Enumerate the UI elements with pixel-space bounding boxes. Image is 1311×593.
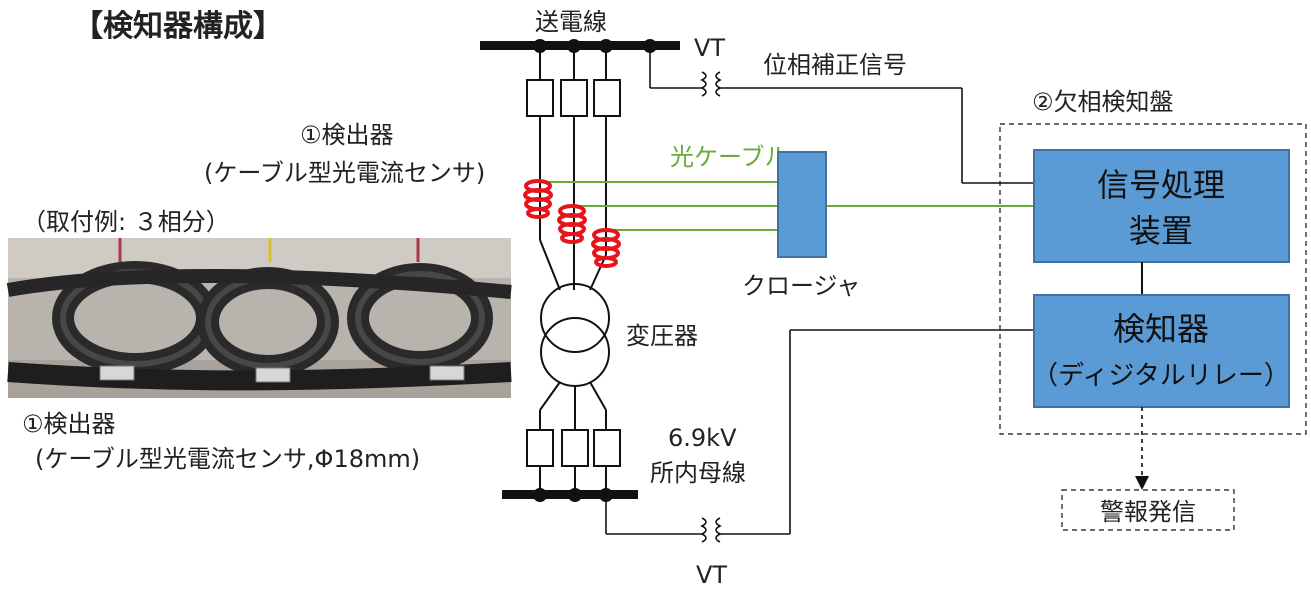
phase-lines-bottom — [526, 381, 621, 494]
optical-cable-label: 光ケーブル — [670, 143, 789, 171]
detector-label-line2: (ケーブル型光電流センサ) — [204, 159, 485, 187]
alarm-label: 警報発信 — [1100, 498, 1196, 526]
sensor-coils — [523, 179, 621, 268]
alarm-arrow-head — [1135, 476, 1149, 490]
bus-name-label: 所内母線 — [650, 459, 746, 487]
signal-processor-line2: 装置 — [1129, 212, 1193, 250]
photo-caption: （取付例: ３相分） — [22, 208, 230, 236]
bus-voltage-label: 6.9kV — [668, 424, 737, 452]
sensor-photo — [6, 238, 512, 398]
phase-lines-top — [526, 46, 621, 291]
detector-box-line1: 検知器 — [1113, 310, 1209, 348]
phase-signal-label: 位相補正信号 — [763, 51, 907, 79]
closure-label: クロージャ — [742, 272, 860, 300]
transformer-label: 変圧器 — [626, 322, 698, 350]
detection-panel — [999, 123, 1307, 435]
alarm-box — [1061, 489, 1235, 531]
vt-bottom-label: VT — [696, 561, 727, 589]
vt-top-branch — [649, 46, 1034, 184]
coil-phase-a — [523, 179, 553, 219]
panel-label: ②欠相検知盤 — [1032, 88, 1174, 116]
detector-label-line1: ①検出器 — [300, 121, 394, 149]
vt-top-label: VT — [694, 34, 725, 62]
photo-label-line2: (ケーブル型光電流センサ,Φ18mm) — [35, 445, 420, 473]
photo-label-line1: ①検出器 — [22, 410, 116, 438]
coil-phase-b — [557, 204, 587, 244]
signal-processor-line1: 信号処理 — [1097, 166, 1225, 204]
coil-phase-c — [591, 228, 621, 268]
detector-box — [1033, 294, 1290, 408]
transmission-line-label: 送電線 — [535, 8, 607, 36]
optical-cables — [548, 181, 1034, 231]
vt-bottom-branch — [605, 329, 1034, 543]
diagram-title: 【検知器構成】 — [73, 9, 283, 44]
signal-processor-box — [1033, 149, 1290, 263]
detector-box-line2: （ディジタルリレー） — [1032, 361, 1290, 391]
transformer-symbol — [540, 283, 610, 387]
closure-box — [777, 151, 827, 258]
